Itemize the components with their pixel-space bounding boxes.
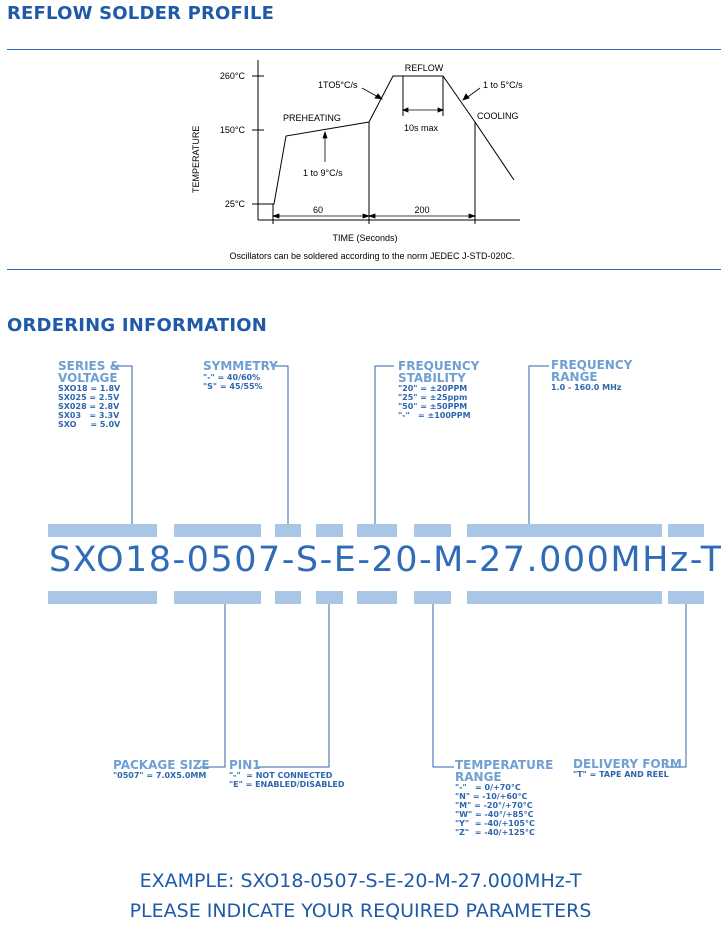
symmetry-options: "-" = 40/60% "S" = 45/55% (203, 373, 263, 391)
segment-bar-symmetry (275, 524, 301, 537)
preheat-rate-label: 1 to 9°C/s (303, 168, 343, 178)
ramp-up-label: 1TO5°C/s (318, 80, 358, 90)
delivery-form-title: DELIVERY FORM (573, 757, 682, 771)
segment-bar-stability-bottom (357, 591, 397, 604)
package-size-title: PACKAGE SIZE (113, 758, 210, 772)
segment-bar-delivery-bottom (668, 591, 704, 604)
segment-bar-stability (357, 524, 397, 537)
dim-200-label: 200 (414, 205, 429, 215)
segment-bar-frequency (467, 524, 662, 537)
segment-bar-pin1 (316, 524, 343, 537)
segment-bar-pin1-bottom (316, 591, 343, 604)
segment-bar-package-bottom (174, 591, 261, 604)
frequency-stability-title: FREQUENCY STABILITY (398, 359, 480, 385)
frequency-range-title: FREQUENCY RANGE (551, 358, 633, 384)
divider-top (7, 49, 721, 50)
temperature-range-title: TEMPERATURE RANGE (455, 758, 554, 784)
series-voltage-title: SERIES & VOLTAGE (58, 359, 121, 385)
instruction-text: PLEASE INDICATE YOUR REQUIRED PARAMETERS (129, 900, 592, 922)
tick-25: 25°C (225, 199, 246, 209)
segment-bar-frequency-bottom (467, 591, 662, 604)
segment-bar-temperature (414, 524, 451, 537)
tick-150: 150°C (220, 125, 246, 135)
frequency-range-value: 1.0 - 160.0 MHz (551, 383, 622, 392)
package-size-options: "0507" = 7.0X5.0MM (113, 771, 207, 780)
pin1-options: "-" = NOT CONNECTED "E" = ENABLED/DISABL… (229, 771, 345, 789)
segment-bar-package (174, 524, 261, 537)
pin1-title: PIN1 (229, 758, 261, 772)
x-axis-label: TIME (Seconds) (332, 233, 397, 243)
tick-260: 260°C (220, 71, 246, 81)
reflow-section-title: REFLOW SOLDER PROFILE (7, 3, 275, 24)
peak-time-label: 10s max (404, 123, 439, 133)
part-number: SXO18-0507-S-E-20-M-27.000MHz-T (49, 540, 721, 580)
jedec-note: Oscillators can be soldered according to… (229, 251, 514, 261)
delivery-form-options: "T" = TAPE AND REEL (573, 770, 669, 779)
symmetry-title: SYMMETRY (203, 359, 278, 373)
example-part-number: EXAMPLE: SXO18-0507-S-E-20-M-27.000MHz-T (139, 870, 582, 892)
segment-bar-symmetry-bottom (275, 591, 301, 604)
segment-bar-series-bottom (48, 591, 157, 604)
cooling-label: COOLING (477, 111, 519, 121)
segment-bar-series (48, 524, 157, 537)
ramp-down-label: 1 to 5°C/s (483, 80, 523, 90)
segment-bar-temperature-bottom (414, 591, 451, 604)
reflow-profile-diagram: 260°C 150°C 25°C TEMPERATURE REFLOW 1TO5… (191, 60, 523, 261)
segment-bar-delivery (668, 524, 704, 537)
temperature-range-options: "-" = 0/+70°C "N" = -10/+60°C "M" = -20°… (455, 783, 535, 837)
series-voltage-options: SXO18 = 1.8V SX025 = 2.5V SX028 = 2.8V S… (58, 384, 121, 429)
reflow-label: REFLOW (405, 63, 444, 73)
ordering-section-title: ORDERING INFORMATION (7, 315, 268, 336)
dim-60-label: 60 (313, 205, 323, 215)
frequency-stability-options: "20" = ±20PPM "25" = ±25ppm "50" = ±50PP… (398, 384, 471, 420)
preheating-label: PREHEATING (283, 113, 341, 123)
divider-bottom (7, 269, 721, 270)
y-axis-label: TEMPERATURE (191, 126, 201, 193)
